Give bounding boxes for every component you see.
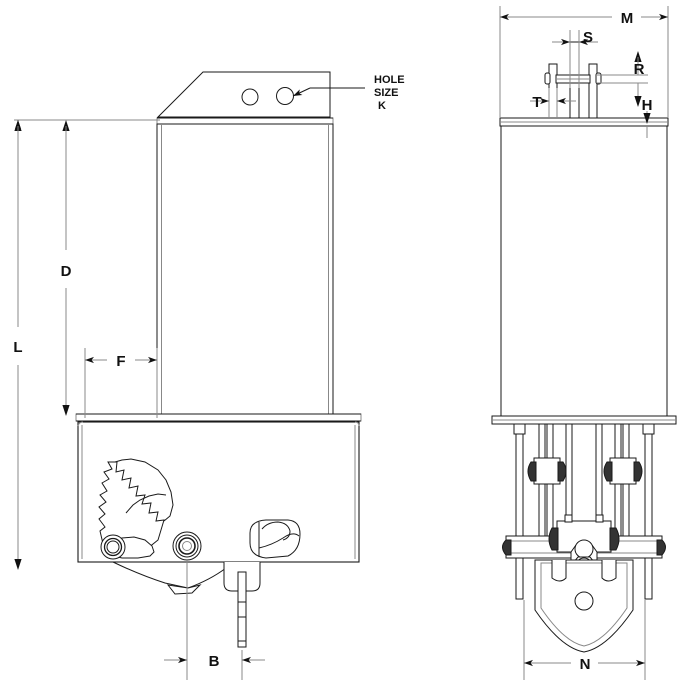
hole-callout-line1: HOLE bbox=[374, 74, 405, 86]
dimension-S: S bbox=[552, 29, 598, 88]
dimension-label-H: H bbox=[642, 97, 653, 114]
bracket-hole-right bbox=[276, 87, 294, 105]
dimension-label-L: L bbox=[13, 339, 22, 356]
hole-size-callout: HOLE SIZE K bbox=[292, 74, 405, 112]
front-top-plate bbox=[499, 117, 669, 127]
dimension-label-D: D bbox=[61, 263, 72, 280]
dimension-label-R: R bbox=[634, 61, 645, 78]
side-view: L D F B HOLE bbox=[13, 71, 405, 680]
dimension-label-M: M bbox=[621, 10, 634, 27]
dimension-R: R bbox=[597, 51, 648, 107]
side-mount-bracket bbox=[156, 71, 331, 118]
front-bottom-plate bbox=[534, 559, 634, 653]
dimension-label-T: T bbox=[532, 94, 541, 111]
front-outer-rods bbox=[513, 423, 655, 600]
dimension-L: L bbox=[13, 119, 160, 570]
dimension-label-F: F bbox=[116, 353, 125, 370]
front-upper-rollers bbox=[527, 457, 643, 485]
side-pivot-bearing bbox=[172, 531, 202, 561]
side-cam-lobe bbox=[249, 519, 301, 559]
side-column-body bbox=[156, 123, 334, 417]
bracket-hole-left bbox=[241, 88, 259, 106]
hole-callout-line2: SIZE bbox=[374, 87, 398, 99]
dimension-label-S: S bbox=[583, 29, 593, 46]
hole-callout-line3: K bbox=[378, 100, 386, 112]
side-top-flange bbox=[156, 117, 334, 125]
side-housing-flange bbox=[75, 413, 362, 422]
dimension-M: M bbox=[499, 6, 669, 118]
dimension-H: H bbox=[642, 97, 653, 138]
dimension-label-N: N bbox=[580, 656, 591, 673]
front-view: M S R T bbox=[491, 6, 677, 680]
dimension-F: F bbox=[84, 348, 158, 418]
dimension-D: D bbox=[61, 120, 72, 416]
front-bottom-flange bbox=[491, 415, 677, 425]
dimension-B: B bbox=[164, 560, 265, 680]
front-body bbox=[500, 125, 668, 417]
side-ratchet-jaw bbox=[98, 458, 174, 560]
side-hanging-pin bbox=[223, 562, 261, 648]
dimension-T: T bbox=[530, 88, 576, 118]
dimension-label-B: B bbox=[209, 653, 220, 670]
dimension-N: N bbox=[523, 600, 646, 680]
